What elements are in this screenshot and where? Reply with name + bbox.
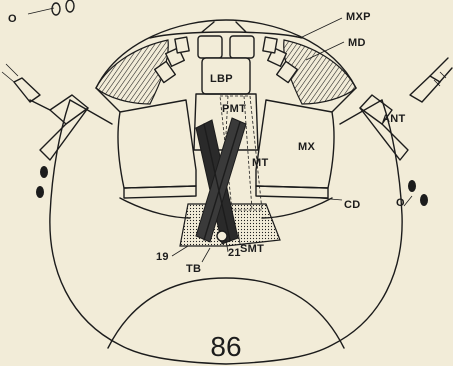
label-mxp: MXP: [346, 11, 371, 23]
figure-number: 86: [210, 331, 241, 362]
label-o-right: O: [396, 197, 405, 209]
label-ant: ANT: [382, 113, 406, 125]
label-21: 21: [228, 247, 241, 259]
label-lbp: LBP: [210, 73, 233, 85]
left-ocelli: [36, 166, 48, 198]
left-maxilla: [118, 100, 196, 188]
upper-left-eyes: [52, 0, 74, 15]
right-maxilla: [256, 100, 334, 188]
cardo: [124, 186, 196, 198]
label-pmt: PMT: [222, 103, 246, 115]
label-cd: CD: [344, 199, 361, 211]
label-19: 19: [156, 251, 169, 263]
label-mt: MT: [252, 157, 268, 169]
label-mx: MX: [298, 141, 315, 153]
label-tb: TB: [186, 263, 201, 275]
left-antenna: [2, 64, 88, 160]
label-md: MD: [348, 37, 366, 49]
right-antenna: [360, 58, 452, 160]
label-smt: SMT: [240, 243, 264, 255]
label-o-left: O: [8, 13, 17, 25]
right-ocelli: [408, 180, 428, 206]
